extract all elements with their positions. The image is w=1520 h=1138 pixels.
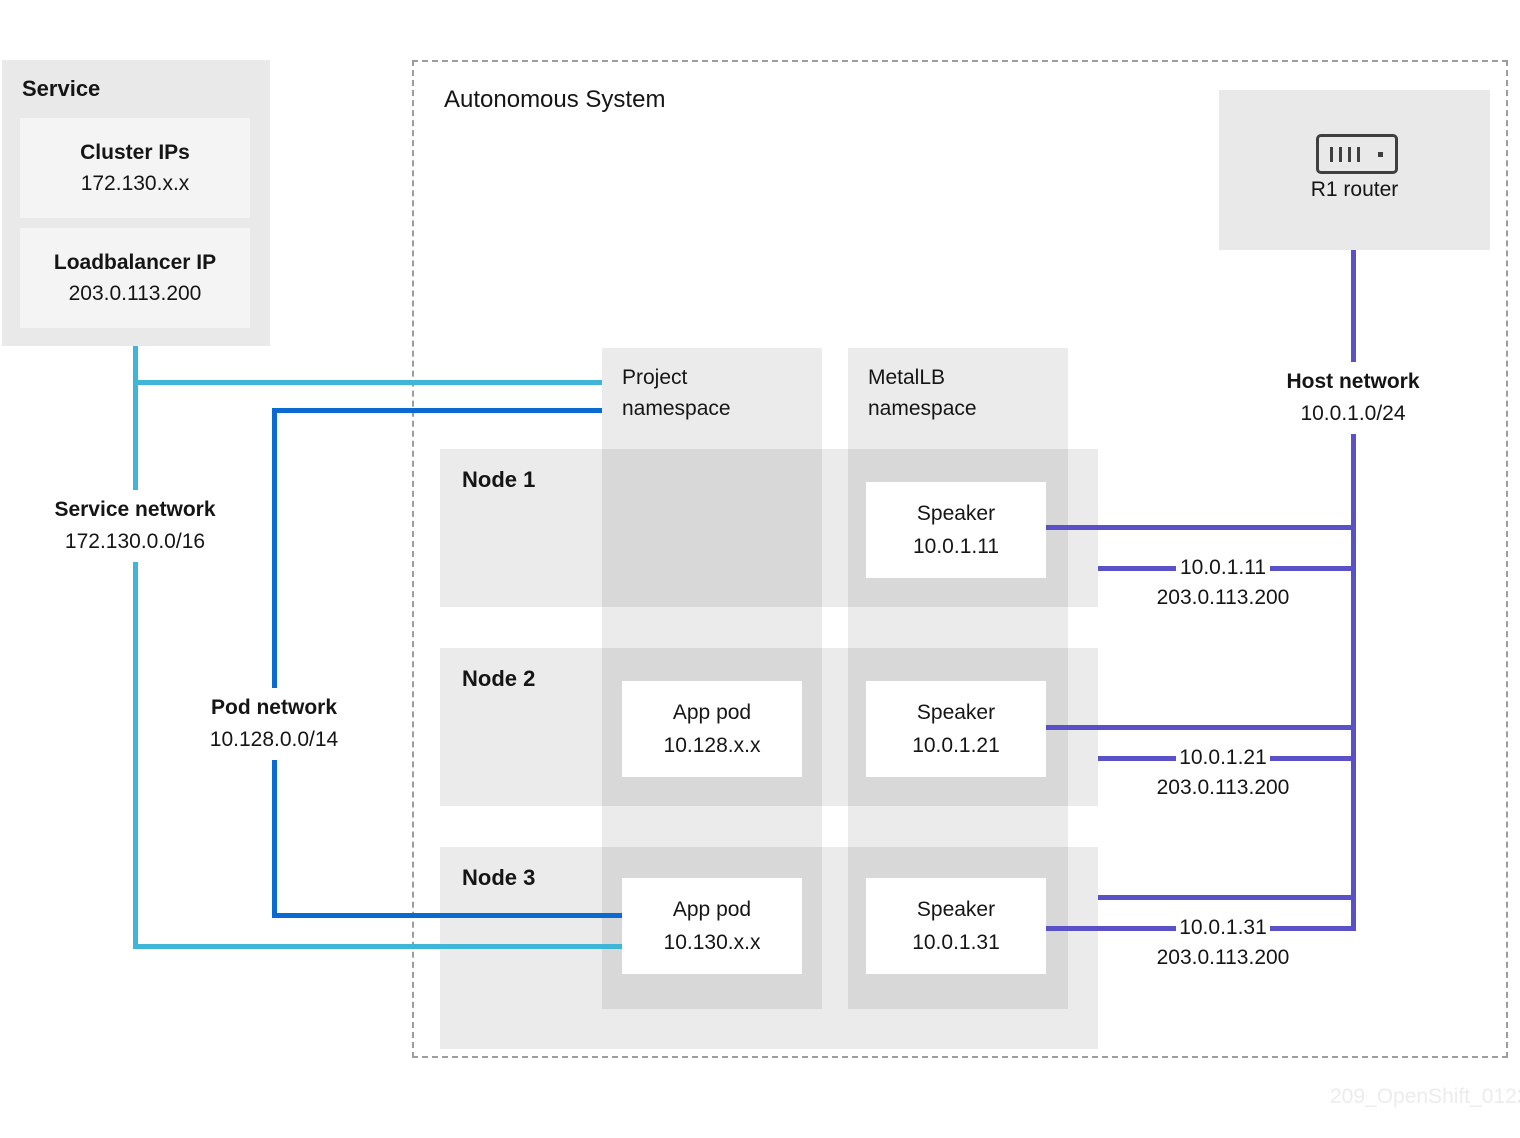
host-network-trunk-lower: [1351, 434, 1356, 930]
node2-speaker-ip: 10.0.1.21: [912, 734, 1000, 757]
node3-route-line-left: [1046, 926, 1176, 931]
service-network-line-vertical-upper: [133, 346, 138, 490]
autonomous-system-box: [412, 60, 1508, 1058]
node3-speaker-ip: 10.0.1.31: [912, 931, 1000, 954]
router-icon-led: [1378, 151, 1383, 157]
node2-app-pod-box: App pod 10.128.x.x: [622, 681, 802, 777]
service-network-line-to-app-pod: [133, 944, 622, 949]
pod-network-line-to-project-namespace: [272, 408, 602, 413]
node2-route-line-left: [1098, 756, 1176, 761]
host-network-label: Host network 10.0.1.0/24: [1286, 370, 1420, 425]
router-icon-ports: [1330, 146, 1360, 162]
pod-network-line-vertical-upper: [272, 408, 277, 688]
watermark: 209_OpenShift_0122: [1330, 1085, 1520, 1108]
node2-label: Node 2: [462, 666, 536, 691]
node3-route-line-right: [1270, 926, 1356, 931]
node2-route-label: 10.0.1.21 203.0.113.200: [1156, 746, 1290, 799]
node2-speaker-link: [1046, 725, 1356, 730]
node1-speaker-box: Speaker 10.0.1.11: [866, 482, 1046, 578]
pod-network-line-to-app-pod: [272, 913, 622, 918]
node1-speaker-ip: 10.0.1.11: [912, 535, 1000, 558]
node2-app-pod-label: App pod: [672, 701, 752, 724]
loadbalancer-ip-value: 203.0.113.200: [68, 282, 202, 305]
host-network-trunk-upper: [1351, 250, 1356, 362]
loadbalancer-ip-box: Loadbalancer IP 203.0.113.200: [20, 228, 250, 328]
service-network-line-vertical-lower: [133, 562, 138, 949]
autonomous-system-title: Autonomous System: [444, 86, 666, 113]
cluster-ips-value: 172.130.x.x: [80, 172, 190, 195]
router-icon: [1316, 134, 1398, 174]
cluster-ips-box: Cluster IPs 172.130.x.x: [20, 118, 250, 218]
node2-speaker-box: Speaker 10.0.1.21: [866, 681, 1046, 777]
node3-route-label: 10.0.1.31 203.0.113.200: [1156, 916, 1290, 969]
project-namespace-label: Project namespace: [622, 366, 731, 420]
pod-network-line-vertical-lower: [272, 760, 277, 918]
node1-route-label: 10.0.1.11 203.0.113.200: [1156, 556, 1290, 609]
service-network-line-to-project-namespace: [133, 380, 602, 385]
node1-speaker-link: [1046, 525, 1356, 530]
node1-label: Node 1: [462, 467, 536, 492]
node3-speaker-label: Speaker: [916, 898, 996, 921]
node2-speaker-label: Speaker: [916, 701, 996, 724]
cluster-ips-label: Cluster IPs: [80, 141, 190, 164]
node3-app-pod-ip: 10.130.x.x: [663, 931, 761, 954]
node3-label: Node 3: [462, 865, 536, 890]
node3-speaker-box: Speaker 10.0.1.31: [866, 878, 1046, 974]
router-box: [1219, 90, 1490, 250]
node3-app-pod-label: App pod: [672, 898, 752, 921]
node2-app-pod-ip: 10.128.x.x: [663, 734, 761, 757]
service-network-label: Service network 172.130.0.0/16: [54, 498, 216, 553]
node2-route-line-right: [1270, 756, 1356, 761]
node3-app-pod-box: App pod 10.130.x.x: [622, 878, 802, 974]
node1-route-line-right: [1270, 566, 1356, 571]
metallb-namespace-label: MetalLB namespace: [868, 366, 977, 420]
node1-route-line-left: [1098, 566, 1176, 571]
pod-network-label: Pod network 10.128.0.0/14: [209, 696, 339, 751]
node1-speaker-label: Speaker: [916, 502, 996, 525]
loadbalancer-ip-label: Loadbalancer IP: [53, 251, 217, 274]
service-title: Service: [22, 76, 101, 101]
node3-speaker-link: [1098, 895, 1356, 900]
router-label: R1 router: [1310, 178, 1399, 201]
